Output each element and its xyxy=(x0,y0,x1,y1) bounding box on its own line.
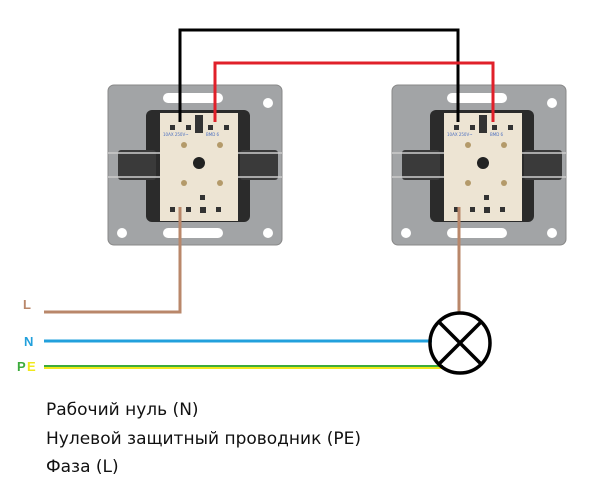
wire-label-pe-e: E xyxy=(27,359,36,374)
right-switch: 10AX 250V~ BMD 6 xyxy=(391,84,567,246)
phase-wire xyxy=(44,207,182,314)
wire-label-l: L xyxy=(23,297,31,312)
switch-model-text: BMD 6 xyxy=(490,132,504,137)
legend-pe: Нулевой защитный проводник (PE) xyxy=(46,428,362,449)
wire-label-n: N xyxy=(24,334,34,349)
wire-label-pe-p: P xyxy=(17,359,26,374)
legend: Рабочий нуль (N) Нулевой защитный провод… xyxy=(46,396,361,482)
legend-phase: Фаза (L) xyxy=(46,457,119,477)
left-switch: 10AX 250V~ BMD 6 xyxy=(107,84,283,246)
traveler-wire-red xyxy=(213,61,495,122)
legend-neutral: Рабочий нуль (N) xyxy=(46,400,199,420)
switch-rating-text: 10AX 250V~ xyxy=(163,132,189,137)
switch-model-text: BMD 6 xyxy=(206,132,220,137)
traveler-wire-black xyxy=(178,28,460,122)
switch-rating-text: 10AX 250V~ xyxy=(447,132,473,137)
lamp-icon xyxy=(428,311,492,375)
